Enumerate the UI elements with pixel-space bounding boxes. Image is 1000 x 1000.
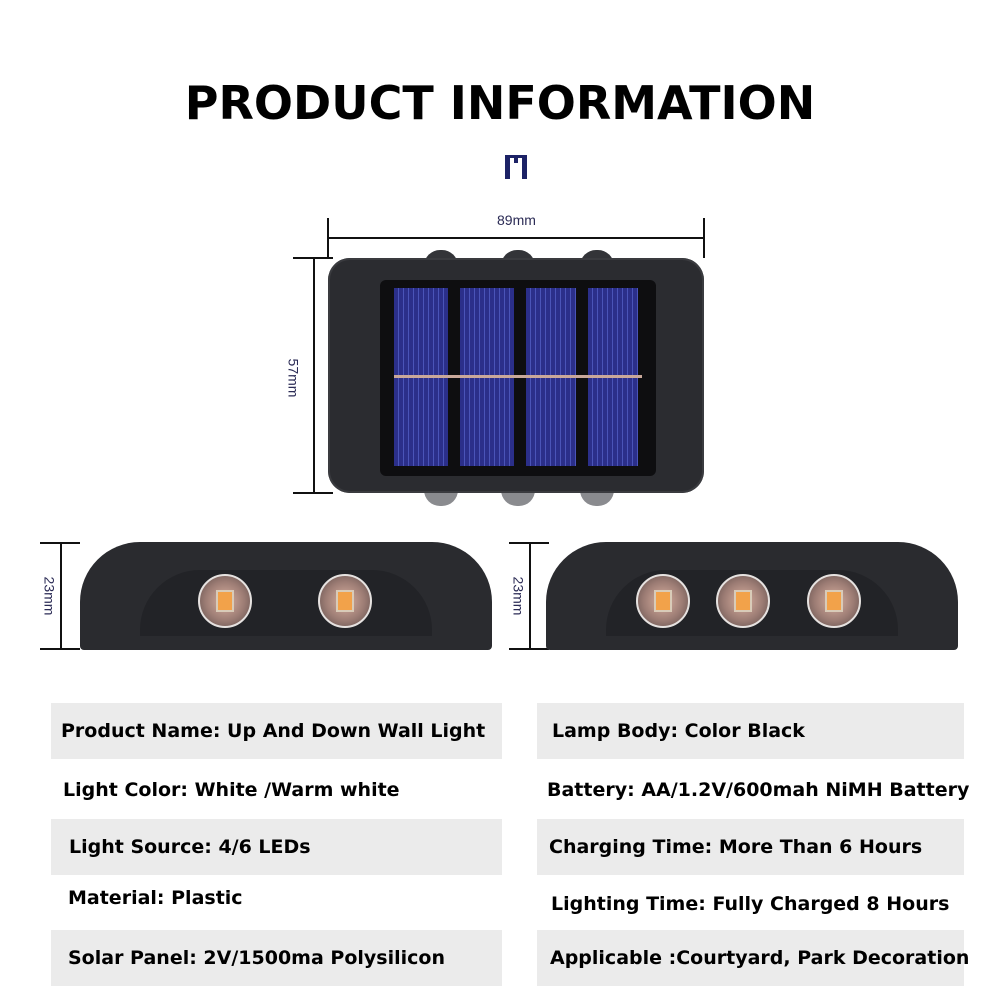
side-left-dim-tick-bottom	[40, 648, 80, 650]
side-right-dim-tick-top	[509, 542, 549, 544]
side-left-dim-line	[60, 543, 62, 649]
led-icon	[636, 574, 690, 628]
lamp-led-bump	[501, 490, 535, 506]
width-dimension-line	[327, 237, 705, 239]
height-dimension-tick-top	[293, 257, 333, 259]
led-icon	[807, 574, 861, 628]
width-dimension-tick-right	[703, 218, 705, 258]
height-dimension-tick-bottom	[293, 492, 333, 494]
height-dimension-line	[313, 258, 315, 493]
spec-row-lighting-time: Lighting Time: Fully Charged 8 Hours	[551, 893, 950, 915]
led-icon	[716, 574, 770, 628]
width-label: 89mm	[497, 212, 536, 228]
spec-row-light-source: Light Source: 4/6 LEDs	[51, 819, 502, 875]
side-left-height-label: 23mm	[41, 576, 58, 616]
solar-panel	[380, 280, 656, 476]
solar-bus-bar	[394, 375, 642, 378]
led-icon	[318, 574, 372, 628]
brand-logo-icon	[505, 155, 535, 181]
side-right-height-label: 23mm	[510, 576, 527, 616]
spec-row-lamp-body: Lamp Body: Color Black	[537, 703, 964, 759]
spec-row-applicable: Applicable :Courtyard, Park Decoration	[537, 930, 969, 986]
lamp-led-bump	[580, 490, 614, 506]
side-right-dim-tick-bottom	[509, 648, 549, 650]
lamp-side-view-3-led	[546, 542, 958, 650]
height-label: 57mm	[285, 358, 302, 398]
width-dimension-tick-left	[327, 218, 329, 258]
side-right-dim-line	[529, 543, 531, 649]
spec-row-battery: Battery: AA/1.2V/600mah NiMH Battery	[547, 779, 970, 801]
lamp-side-view-2-led	[80, 542, 492, 650]
lamp-led-bump	[424, 490, 458, 506]
spec-row-light-color: Light Color: White /Warm white	[63, 779, 400, 801]
spec-row-material: Material: Plastic	[68, 887, 243, 909]
spec-row-solar-panel: Solar Panel: 2V/1500ma Polysilicon	[51, 930, 502, 986]
spec-row-charging-time: Charging Time: More Than 6 Hours	[537, 819, 964, 875]
led-icon	[198, 574, 252, 628]
spec-row-product-name: Product Name: Up And Down Wall Light	[51, 703, 502, 759]
side-left-dim-tick-top	[40, 542, 80, 544]
page-title: PRODUCT INFORMATION	[184, 76, 816, 130]
